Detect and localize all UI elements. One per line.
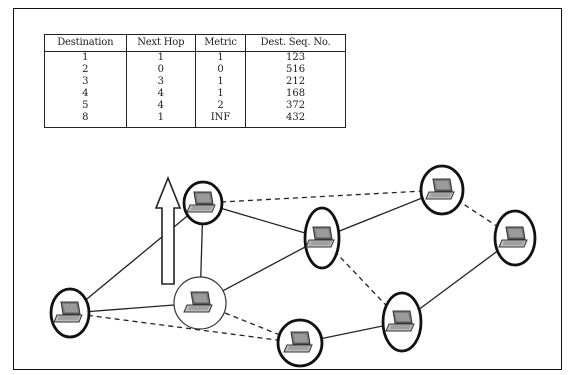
network-node (276, 318, 324, 368)
table-cell: 372 (245, 100, 346, 112)
solid-link (69, 202, 204, 314)
figure-frame (13, 8, 562, 370)
table-cell: 1 (194, 76, 247, 88)
table-row: 8 1 INF 432 (44, 112, 346, 128)
column-header-seq-no: Dest. Seq. No. (245, 34, 346, 52)
table-row: 3 3 1 212 (44, 76, 346, 88)
up-arrow-icon (154, 175, 182, 285)
table-cell: 1 (125, 112, 196, 128)
table-cell: 2 (194, 100, 247, 112)
table-cell: 1 (125, 51, 196, 64)
network-node-source (173, 276, 227, 330)
table-cell: 432 (245, 112, 346, 128)
table-header-row: Destination Next Hop Metric Dest. Seq. N… (44, 34, 346, 52)
dashed-link (69, 312, 301, 344)
table-cell: 4 (125, 100, 196, 112)
table-cell: 212 (245, 76, 346, 88)
table-row: 1 1 1 123 (44, 51, 346, 64)
network-node (381, 291, 423, 353)
table-row: 4 4 1 168 (44, 88, 346, 100)
table-cell: 1 (194, 51, 247, 64)
column-header-metric: Metric (194, 34, 247, 52)
solid-link (202, 202, 323, 239)
table-cell: 1 (194, 88, 247, 100)
table-cell: 516 (245, 64, 346, 76)
network-node (493, 209, 537, 267)
table-row: 5 4 2 372 (44, 100, 346, 112)
network-node (303, 206, 341, 270)
routing-table: Destination Next Hop Metric Dest. Seq. N… (44, 34, 346, 128)
table-cell: 0 (125, 64, 196, 76)
table-cell: 123 (245, 51, 346, 64)
column-header-destination: Destination (44, 34, 127, 52)
table-cell: INF (194, 112, 247, 128)
table-cell: 3 (125, 76, 196, 88)
table-cell: 168 (245, 88, 346, 100)
table-cell: 4 (125, 88, 196, 100)
network-node (182, 180, 224, 226)
column-header-next-hop: Next Hop (125, 34, 196, 52)
network-node (49, 287, 91, 339)
dashed-link (202, 189, 443, 204)
table-cell: 0 (194, 64, 247, 76)
solid-link (401, 237, 516, 323)
network-node (419, 164, 465, 216)
table-row: 2 0 0 516 (44, 64, 346, 76)
